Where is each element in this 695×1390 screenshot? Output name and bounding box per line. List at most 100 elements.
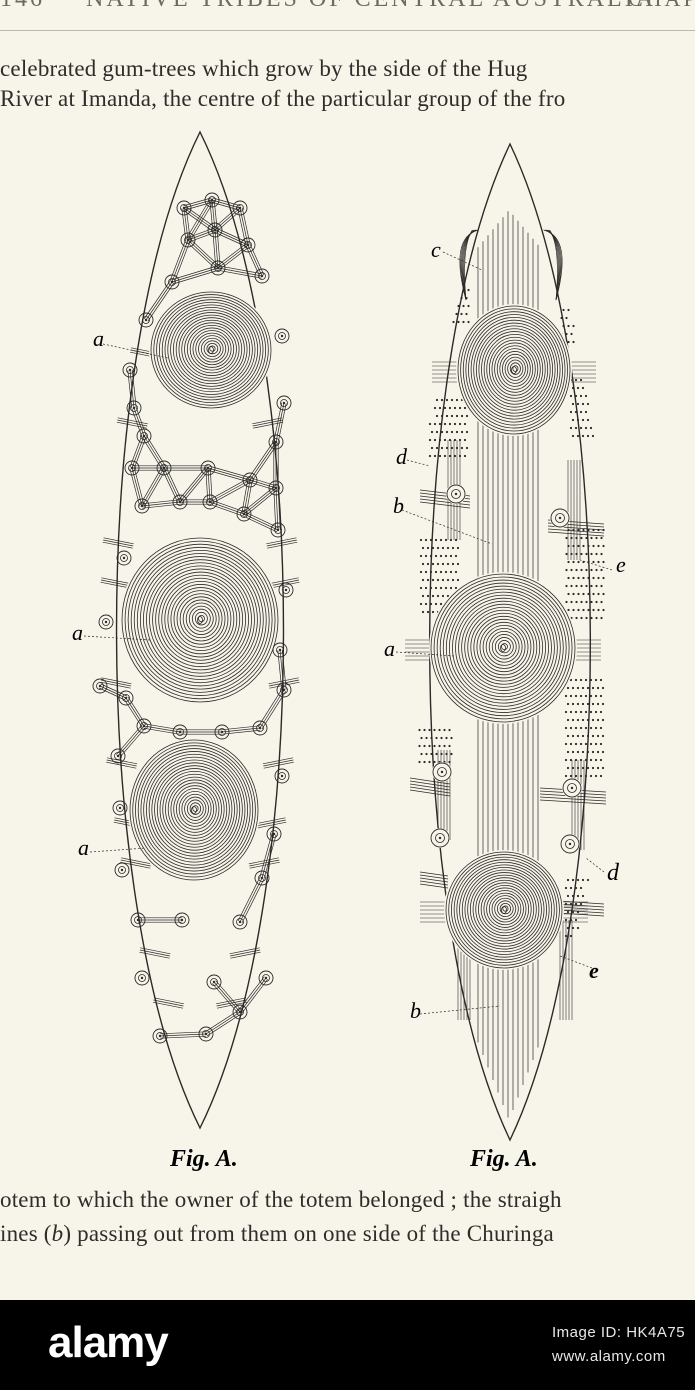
concentric-circle: [470, 612, 538, 682]
track-line: [187, 229, 216, 241]
small-circle: [560, 834, 580, 854]
dot-mark: [467, 288, 470, 292]
track-line: [171, 267, 219, 283]
dot-mark: [579, 902, 583, 906]
dot-mark: [601, 734, 605, 738]
bar-mark: [539, 796, 607, 802]
concentric-circle: [468, 316, 561, 423]
bar-mark: [419, 880, 449, 886]
dot-mark: [448, 454, 452, 458]
dot-mark: [581, 766, 585, 770]
dot-mark: [589, 742, 593, 746]
concentric-circle: [164, 580, 238, 658]
track-line: [121, 857, 152, 865]
track-line: [243, 479, 251, 515]
concentric-circle: [139, 556, 261, 684]
dot-mark: [597, 544, 600, 548]
line-text: ines (: [0, 1221, 52, 1246]
dot-mark: [596, 734, 600, 738]
concentric-circle: [158, 574, 244, 664]
dot-mark: [601, 750, 605, 754]
track-line: [129, 369, 135, 409]
concentric-circle: [186, 799, 204, 818]
concentric-circle: [456, 861, 553, 958]
dot-mark: [574, 394, 578, 398]
small-circle: [254, 870, 270, 886]
small-circle: [142, 724, 146, 728]
small-circle: [278, 772, 286, 780]
small-circle: [206, 498, 214, 506]
dot-mark: [443, 406, 447, 410]
concentric-circle: [445, 588, 561, 707]
track-line: [172, 269, 219, 285]
dot-mark: [577, 592, 580, 596]
concentric-circle: [430, 573, 576, 723]
concentric-circle: [203, 340, 221, 358]
dot-mark: [420, 752, 423, 756]
dot-mark: [602, 592, 605, 596]
dot-mark: [445, 736, 448, 740]
dot-mark: [569, 758, 573, 762]
small-circle: [278, 582, 294, 598]
track-line: [237, 876, 261, 922]
small-circle: [204, 464, 212, 472]
track-line: [261, 833, 275, 879]
dot-mark: [581, 418, 585, 422]
dot-mark: [562, 324, 565, 328]
dot-mark: [585, 584, 588, 588]
small-circle: [138, 502, 146, 510]
dot-mark: [592, 576, 595, 580]
dot-mark: [454, 586, 458, 590]
dot-mark: [591, 686, 595, 690]
dot-mark: [455, 414, 459, 418]
label-leader: [585, 857, 605, 873]
small-circle: [208, 500, 212, 504]
concentric-circle: [455, 597, 552, 698]
track-line: [153, 997, 184, 1005]
spiral-center: [501, 906, 507, 914]
small-circle: [268, 434, 284, 450]
track-line: [183, 207, 216, 231]
small-circle: [268, 480, 284, 496]
dot-mark: [581, 434, 585, 438]
small-circle: [124, 460, 140, 476]
small-circle: [282, 688, 286, 692]
dot-mark: [567, 340, 570, 344]
label-b: b: [393, 493, 404, 518]
dot-mark: [438, 454, 442, 458]
small-circle: [102, 618, 110, 626]
track-line: [165, 466, 183, 502]
dot-mark: [599, 742, 603, 746]
dot-mark: [467, 304, 470, 308]
concentric-circle: [167, 779, 222, 839]
concentric-circle: [161, 577, 241, 661]
dot-mark: [591, 434, 595, 438]
chapter-marker: CHAP.: [628, 0, 695, 12]
dot-mark: [584, 742, 588, 746]
dot-mark: [592, 560, 595, 564]
dot-mark: [574, 426, 578, 430]
concentric-circle: [194, 611, 208, 626]
dot-mark: [565, 584, 568, 588]
dot-mark: [580, 600, 583, 604]
dot-mark: [434, 538, 438, 542]
page-number: 146: [0, 0, 45, 13]
track-line: [127, 696, 147, 725]
dot-mark: [444, 570, 448, 574]
concentric-circle: [461, 867, 547, 953]
small-circle: [140, 976, 144, 980]
small-circle: [212, 980, 216, 984]
track-line: [213, 206, 239, 229]
small-circle: [110, 748, 126, 764]
track-line: [239, 977, 267, 1013]
track-line: [275, 487, 279, 531]
concentric-circle: [451, 856, 558, 963]
track-line: [216, 999, 247, 1007]
dot-mark: [567, 592, 570, 596]
dot-mark: [453, 454, 457, 458]
concentric-circle: [499, 902, 512, 915]
small-circle: [114, 862, 130, 878]
track-line: [178, 466, 207, 501]
dot-mark: [582, 608, 585, 612]
small-circle: [258, 726, 262, 730]
